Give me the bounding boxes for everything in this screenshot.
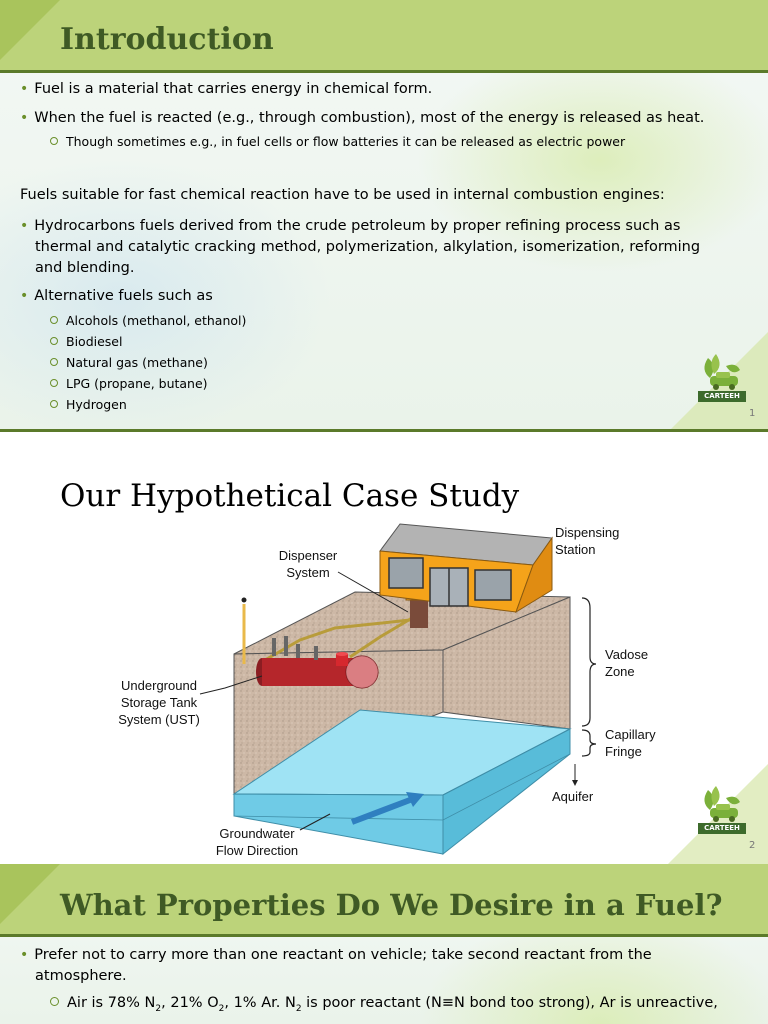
sub-bullet: Air is 78% N2, 21% O2, 1% Ar. N2 is poor… bbox=[50, 993, 718, 1020]
fuel-dispenser bbox=[410, 600, 428, 628]
circle-bullet-icon bbox=[50, 137, 58, 145]
bullet: •Fuel is a material that carries energy … bbox=[20, 81, 433, 97]
logo-text: CARTEEH bbox=[704, 392, 740, 400]
sub-bullet: Though sometimes e.g., in fuel cells or … bbox=[50, 131, 625, 152]
bullet-dot-icon: • bbox=[20, 110, 29, 126]
circle-bullet-icon bbox=[50, 316, 58, 324]
pipe bbox=[264, 618, 411, 662]
bullet: •Hydrocarbons fuels derived from the cru… bbox=[20, 218, 681, 234]
bullet: •Prefer not to carry more than one react… bbox=[20, 947, 652, 963]
circle-bullet-icon bbox=[50, 997, 59, 1006]
bullet-dot-icon: • bbox=[20, 218, 29, 234]
bullet: •Alternative fuels such as bbox=[20, 288, 213, 304]
aquifer-arrow-icon bbox=[572, 780, 578, 786]
bullet-dot-icon: • bbox=[20, 947, 29, 963]
station-side bbox=[515, 536, 553, 614]
bullet-continuation: thermal and catalytic cracking method, p… bbox=[35, 239, 701, 255]
label-aquifer: Aquifer bbox=[552, 789, 594, 804]
capillary-brace bbox=[581, 729, 597, 757]
bullet: •When the fuel is reacted (e.g., through… bbox=[20, 110, 705, 126]
bullet-dot-icon: • bbox=[20, 81, 29, 97]
title-bar bbox=[0, 0, 768, 73]
ust-diagram bbox=[199, 523, 768, 864]
circle-bullet-icon bbox=[50, 379, 58, 387]
sub-bullet: Hydrogen bbox=[50, 394, 127, 415]
slide-3: What Properties Do We Desire in a Fuel? … bbox=[0, 864, 768, 1024]
paragraph: Fuels suitable for fast chemical reactio… bbox=[20, 187, 665, 203]
slide-1: Introduction •Fuel is a material that ca… bbox=[0, 0, 768, 432]
slide-title: Introduction bbox=[60, 22, 274, 57]
circle-bullet-icon bbox=[50, 400, 58, 408]
sub-bullet: Biodiesel bbox=[50, 331, 122, 352]
logo-text: CARTEEH bbox=[704, 824, 740, 832]
circle-bullet-icon bbox=[50, 337, 58, 345]
leaf-car-icon bbox=[698, 354, 746, 402]
carteeh-logo: CARTEEH bbox=[696, 784, 748, 836]
page-number: 1 bbox=[749, 408, 756, 419]
title-bar bbox=[0, 864, 768, 937]
slide-title: What Properties Do We Desire in a Fuel? bbox=[60, 888, 723, 922]
carteeh-logo: CARTEEH bbox=[696, 352, 748, 404]
sub-bullet: LPG (propane, butane) bbox=[50, 373, 208, 394]
circle-bullet-icon bbox=[50, 358, 58, 366]
slide-2: Our Hypothetical Case Study bbox=[0, 432, 768, 864]
bullet-continuation: atmosphere. bbox=[35, 968, 127, 984]
leaf-car-icon bbox=[698, 786, 746, 834]
vadose-brace bbox=[581, 597, 597, 727]
slide-title: Our Hypothetical Case Study bbox=[60, 478, 520, 514]
bullet-continuation: and blending. bbox=[35, 260, 135, 276]
page-number: 2 bbox=[749, 840, 756, 851]
sub-bullet: Alcohols (methanol, ethanol) bbox=[50, 310, 246, 331]
sub-bullet: Natural gas (methane) bbox=[50, 352, 208, 373]
bullet-dot-icon: • bbox=[20, 288, 29, 304]
flow-arrow-icon bbox=[406, 792, 424, 807]
